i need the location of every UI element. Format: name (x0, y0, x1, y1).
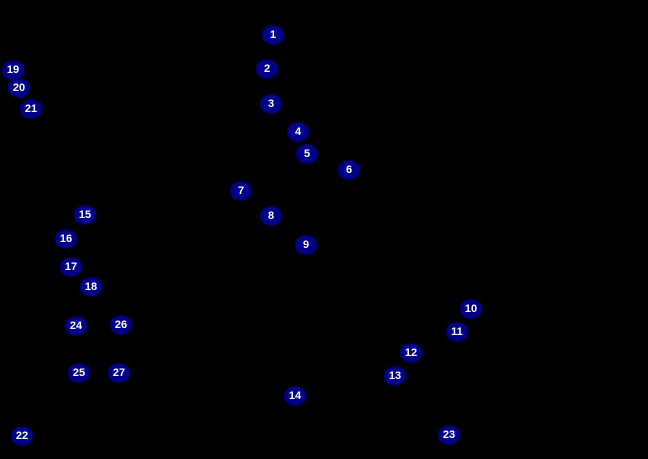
numbered-marker-24[interactable]: 24 (64, 316, 88, 336)
numbered-marker-9[interactable]: 9 (294, 235, 318, 255)
numbered-marker-12[interactable]: 12 (399, 343, 423, 363)
numbered-marker-10[interactable]: 10 (459, 299, 483, 319)
numbered-marker-13[interactable]: 13 (383, 366, 407, 386)
numbered-marker-17[interactable]: 17 (59, 257, 83, 277)
numbered-marker-2[interactable]: 2 (255, 59, 279, 79)
numbered-marker-15[interactable]: 15 (73, 205, 97, 225)
numbered-marker-27[interactable]: 27 (107, 363, 131, 383)
numbered-marker-19[interactable]: 19 (1, 60, 25, 80)
numbered-marker-5[interactable]: 5 (295, 144, 319, 164)
numbered-marker-25[interactable]: 25 (67, 363, 91, 383)
numbered-marker-8[interactable]: 8 (259, 206, 283, 226)
numbered-marker-11[interactable]: 11 (445, 322, 469, 342)
numbered-marker-1[interactable]: 1 (261, 25, 285, 45)
numbered-marker-16[interactable]: 16 (54, 229, 78, 249)
numbered-marker-6[interactable]: 6 (337, 160, 361, 180)
numbered-marker-14[interactable]: 14 (283, 386, 307, 406)
numbered-marker-21[interactable]: 21 (19, 99, 43, 119)
numbered-marker-23[interactable]: 23 (437, 425, 461, 445)
numbered-marker-3[interactable]: 3 (259, 94, 283, 114)
numbered-marker-18[interactable]: 18 (79, 277, 103, 297)
numbered-marker-4[interactable]: 4 (286, 122, 310, 142)
numbered-marker-20[interactable]: 20 (7, 78, 31, 98)
numbered-marker-7[interactable]: 7 (229, 181, 253, 201)
numbered-marker-26[interactable]: 26 (109, 315, 133, 335)
numbered-marker-22[interactable]: 22 (10, 426, 34, 446)
